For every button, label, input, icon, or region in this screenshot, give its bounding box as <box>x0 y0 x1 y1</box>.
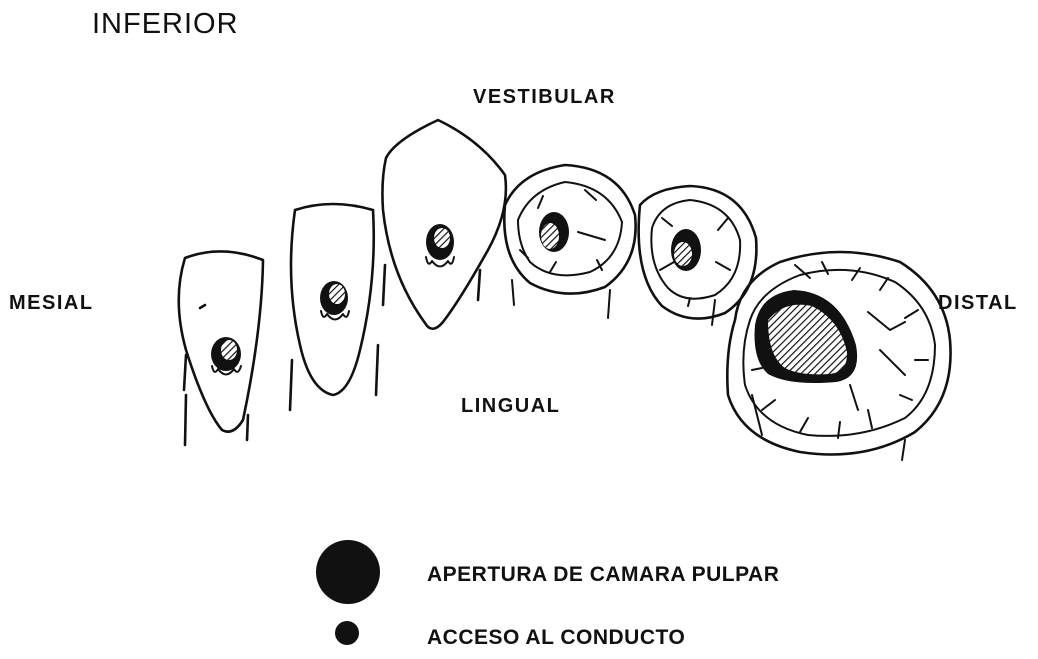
access-cavity <box>671 229 701 271</box>
access-cavity <box>426 224 454 267</box>
legend-label-camara-pulpar: APERTURA DE CAMARA PULPAR <box>427 563 779 587</box>
tooth-central-incisor <box>179 251 263 445</box>
access-cavity <box>211 337 241 375</box>
legend-symbol-large-circle <box>316 540 380 604</box>
access-cavity <box>539 212 569 252</box>
tooth-first-molar <box>727 252 950 460</box>
tooth-first-premolar <box>504 165 635 318</box>
tooth-canine <box>382 120 505 329</box>
access-cavity <box>320 281 349 320</box>
legend-symbol-small-circle <box>335 621 359 645</box>
legend-label-acceso-conducto: ACCESO AL CONDUCTO <box>427 626 685 650</box>
access-cavity <box>755 290 858 383</box>
tooth-lateral-incisor <box>290 204 378 410</box>
